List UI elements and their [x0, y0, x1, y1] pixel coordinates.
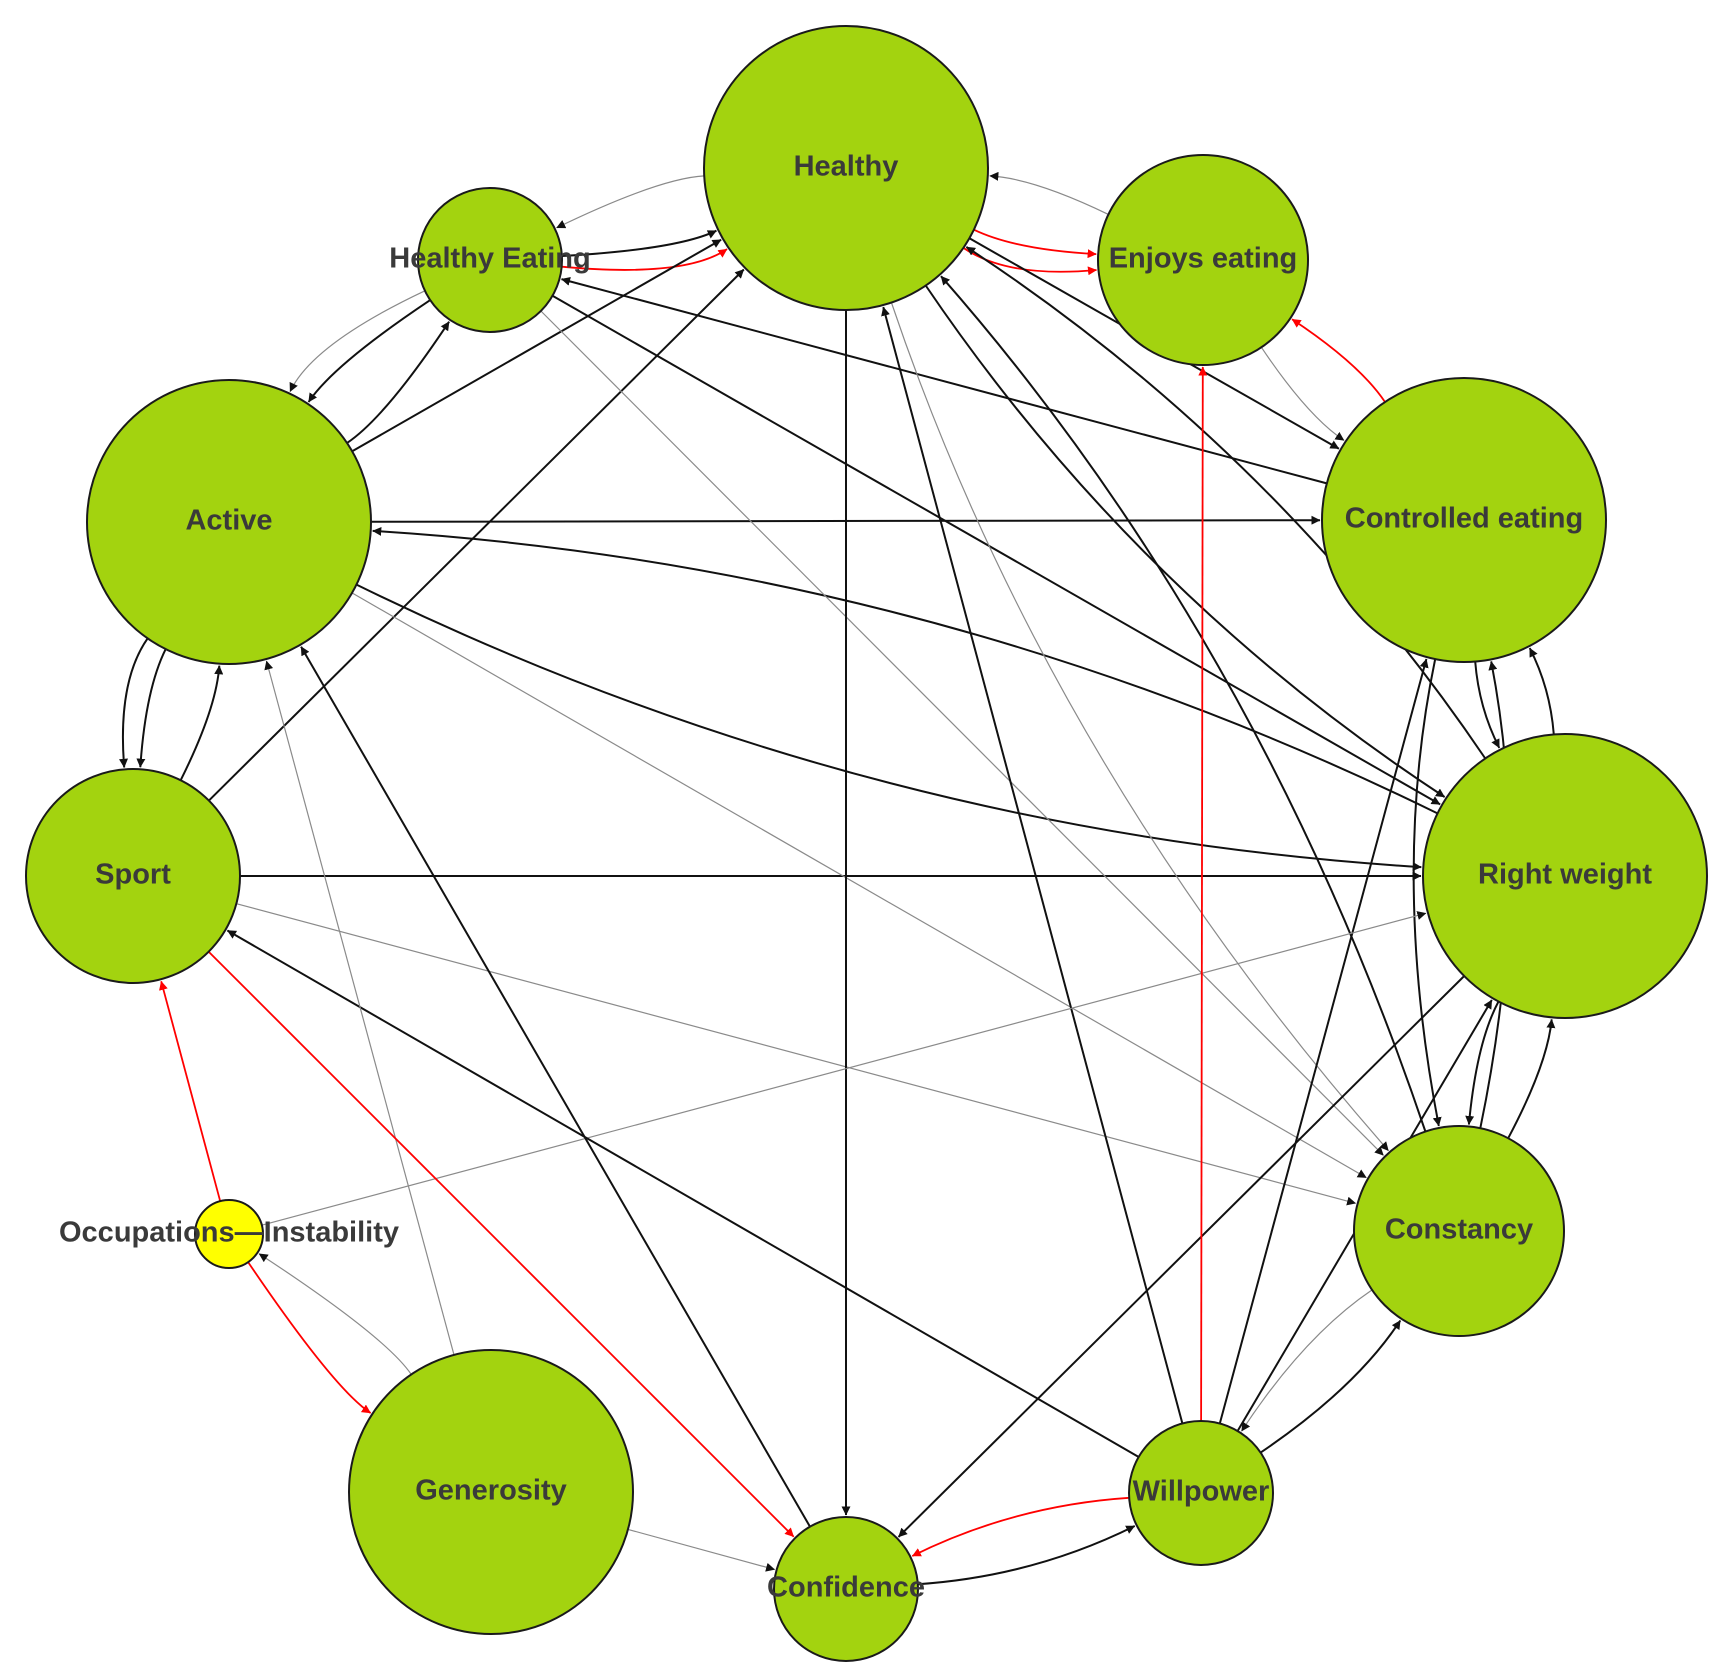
node-generosity: Generosity [348, 1349, 634, 1635]
edge-healthy-to-enjoys-eating [962, 247, 1097, 276]
node-label-confidence: Confidence [767, 1572, 925, 1604]
edge-active-to-sport [136, 648, 167, 768]
node-circle-willpower [1128, 1420, 1274, 1566]
node-active: Active [86, 379, 372, 665]
node-label-healthy: Healthy [794, 151, 899, 183]
edge-healthy-eating-to-constancy [540, 310, 1384, 1156]
edge-enjoys-eating-to-controlled-eating [1260, 346, 1345, 441]
edge-healthy-eating-to-healthy [561, 229, 717, 257]
edge-controlled-eating-to-right-weight [1474, 661, 1501, 749]
edge-willpower-to-confidence [911, 1496, 1130, 1557]
edge-healthy-eating-to-healthy [561, 248, 728, 271]
node-enjoys-eating: Enjoys eating [1097, 154, 1309, 366]
node-circle-constancy [1353, 1125, 1565, 1337]
node-label-generosity: Generosity [415, 1475, 567, 1507]
edge-healthy-eating-to-active [289, 290, 426, 393]
edges-layer [119, 171, 1556, 1586]
node-circle-right-weight [1422, 733, 1708, 1019]
node-label-occupations-instability: Occupations—Instability [59, 1217, 399, 1249]
edge-healthy-to-healthy-eating [556, 175, 705, 229]
node-label-right-weight: Right weight [1478, 859, 1652, 891]
edge-confidence-to-willpower [917, 1525, 1136, 1586]
edge-willpower-to-controlled-eating [1218, 658, 1429, 1424]
edge-sport-to-confidence [208, 951, 795, 1538]
edge-sport-to-healthy [208, 268, 745, 802]
edge-enjoys-eating-to-healthy [989, 171, 1109, 215]
edge-controlled-eating-to-healthy-eating [561, 276, 1328, 485]
edge-healthy-eating-to-right-weight [552, 294, 1441, 806]
edge-active-to-sport [119, 637, 149, 768]
node-circle-active [86, 379, 372, 665]
node-label-healthy-eating: Healthy Eating [389, 243, 590, 275]
edge-occupations-instability-to-generosity [247, 1261, 372, 1414]
node-label-sport: Sport [95, 859, 171, 891]
edge-active-to-healthy-eating [346, 321, 450, 444]
node-controlled-eating: Controlled eating [1321, 377, 1607, 663]
edge-generosity-to-confidence [627, 1528, 776, 1572]
node-right-weight: Right weight [1422, 733, 1708, 1019]
node-occupations-instability: Occupations—Instability [59, 1199, 399, 1269]
node-constancy: Constancy [1353, 1125, 1565, 1337]
edge-constancy-to-healthy [940, 275, 1427, 1132]
node-circle-sport [25, 768, 241, 984]
edge-willpower-to-enjoys-eating [1198, 366, 1208, 1422]
edge-confidence-to-active [300, 646, 811, 1528]
edge-occupations-instability-to-right-weight [261, 911, 1427, 1226]
node-healthy: Healthy [703, 25, 989, 311]
edge-right-weight-to-controlled-eating [1528, 647, 1555, 735]
edge-active-to-healthy [351, 238, 722, 453]
edge-active-to-constancy [351, 592, 1367, 1179]
node-label-willpower: Willpower [1133, 1476, 1270, 1508]
edge-occupations-instability-to-sport [159, 980, 222, 1202]
edge-generosity-to-occupations-instability [258, 1253, 412, 1375]
edge-sport-to-constancy [236, 903, 1357, 1206]
edge-right-weight-to-active [372, 526, 1438, 815]
node-circle-controlled-eating [1321, 377, 1607, 663]
edge-willpower-to-constancy [1260, 1319, 1402, 1454]
node-sport: Sport [25, 768, 241, 984]
node-circle-healthy [703, 25, 989, 311]
edge-right-weight-to-constancy [1465, 1001, 1500, 1125]
edge-right-weight-to-confidence [897, 975, 1465, 1538]
node-label-controlled-eating: Controlled eating [1345, 503, 1583, 535]
edge-willpower-to-healthy [881, 306, 1184, 1424]
edge-controlled-eating-to-enjoys-eating [1291, 318, 1386, 403]
edge-active-to-right-weight [356, 583, 1422, 872]
edge-sport-to-active [179, 665, 224, 781]
node-label-enjoys-eating: Enjoys eating [1109, 243, 1298, 275]
edge-healthy-eating-to-active [307, 299, 431, 403]
node-willpower: Willpower [1128, 1420, 1274, 1566]
edge-controlled-eating-to-constancy [1412, 658, 1442, 1127]
node-circle-occupations-instability [194, 1199, 264, 1269]
node-confidence: Confidence [767, 1516, 925, 1662]
node-circle-generosity [348, 1349, 634, 1635]
node-circle-healthy-eating [417, 187, 563, 333]
edge-constancy-to-willpower [1241, 1289, 1373, 1432]
edge-healthy-to-enjoys-eating [973, 228, 1097, 259]
node-healthy-eating: Healthy Eating [389, 187, 591, 333]
node-label-active: Active [185, 505, 272, 537]
edge-willpower-to-sport [226, 929, 1140, 1458]
node-label-constancy: Constancy [1385, 1214, 1533, 1246]
node-circle-confidence [773, 1516, 919, 1662]
edge-constancy-to-right-weight [1507, 1018, 1556, 1139]
node-circle-enjoys-eating [1097, 154, 1309, 366]
edge-generosity-to-active [264, 660, 455, 1356]
edge-healthy-to-constancy [890, 302, 1389, 1151]
